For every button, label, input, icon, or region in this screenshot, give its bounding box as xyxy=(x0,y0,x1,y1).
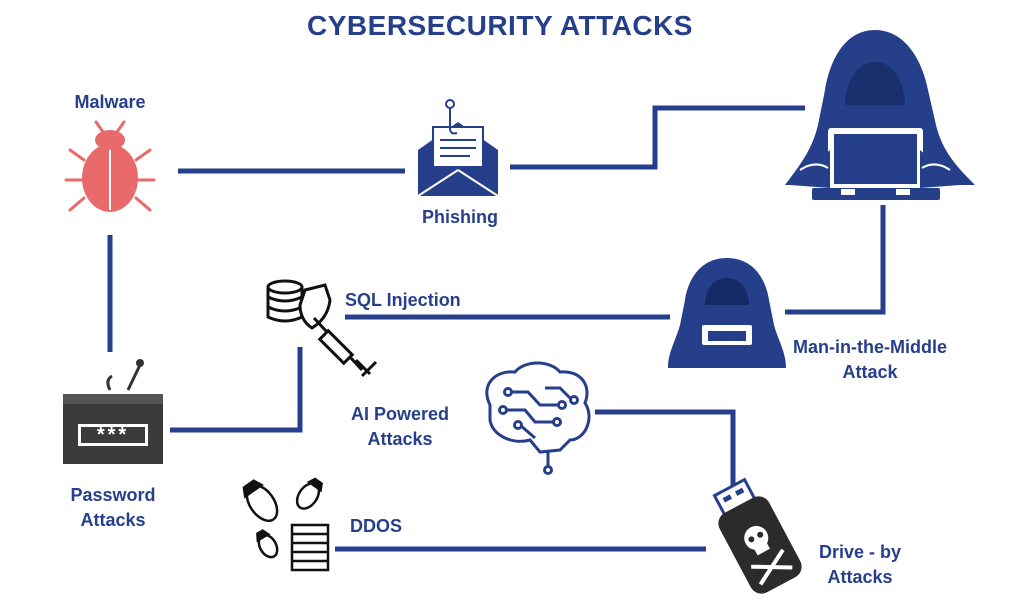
mitm-label-line1: Man-in-the-Middle xyxy=(793,337,947,357)
ddos-label: DDOS xyxy=(350,516,403,536)
password-label: Password Attacks xyxy=(48,483,178,533)
malware-label: Malware xyxy=(74,92,146,112)
bombs-server-icon xyxy=(242,477,330,572)
password-label-line2: Attacks xyxy=(80,510,146,530)
usb-skull-icon xyxy=(712,477,802,594)
ai-powered-label-line2: Attacks xyxy=(367,429,433,449)
ai-powered-label-line1: AI Powered xyxy=(350,404,450,424)
database-shield-syringe-icon xyxy=(266,279,378,378)
ai-powered-label: AI Powered Attacks xyxy=(335,402,465,452)
password-label-line1: Password xyxy=(70,485,156,505)
hacker-laptop-icon xyxy=(785,30,975,200)
phishing-email-icon xyxy=(417,99,499,197)
connector-phishing-hacker xyxy=(510,105,805,170)
drive-by-label: Drive - by Attacks xyxy=(800,540,920,590)
password-mask: *** xyxy=(96,424,130,446)
drive-by-label-line2: Attacks xyxy=(827,567,893,587)
sql-injection-label: SQL Injection xyxy=(345,290,461,310)
bug-icon xyxy=(64,120,156,212)
connector-password-sql xyxy=(170,347,303,433)
page-title: CYBERSECURITY ATTACKS xyxy=(307,10,693,41)
connector-ai-driveby xyxy=(595,409,736,490)
circuit-brain-icon xyxy=(485,361,591,475)
connector-hacker-mitm xyxy=(785,205,886,315)
mitm-label-line2: Attack xyxy=(842,362,898,382)
phishing-label: Phishing xyxy=(422,207,498,227)
hooded-hacker-icon xyxy=(668,258,786,368)
password-box-icon xyxy=(63,359,163,464)
drive-by-label-line1: Drive - by xyxy=(818,542,902,562)
mitm-label: Man-in-the-Middle Attack xyxy=(770,335,970,385)
